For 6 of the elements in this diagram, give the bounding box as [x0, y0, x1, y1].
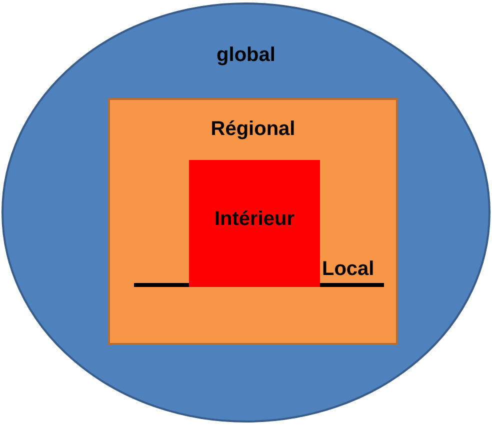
region-label: Régional	[210, 118, 296, 141]
region-label: Intérieur	[214, 208, 295, 231]
region-label: global	[216, 44, 276, 67]
rectangle-region	[108, 98, 398, 345]
region-label: Local	[322, 258, 374, 281]
square-region	[189, 160, 320, 287]
